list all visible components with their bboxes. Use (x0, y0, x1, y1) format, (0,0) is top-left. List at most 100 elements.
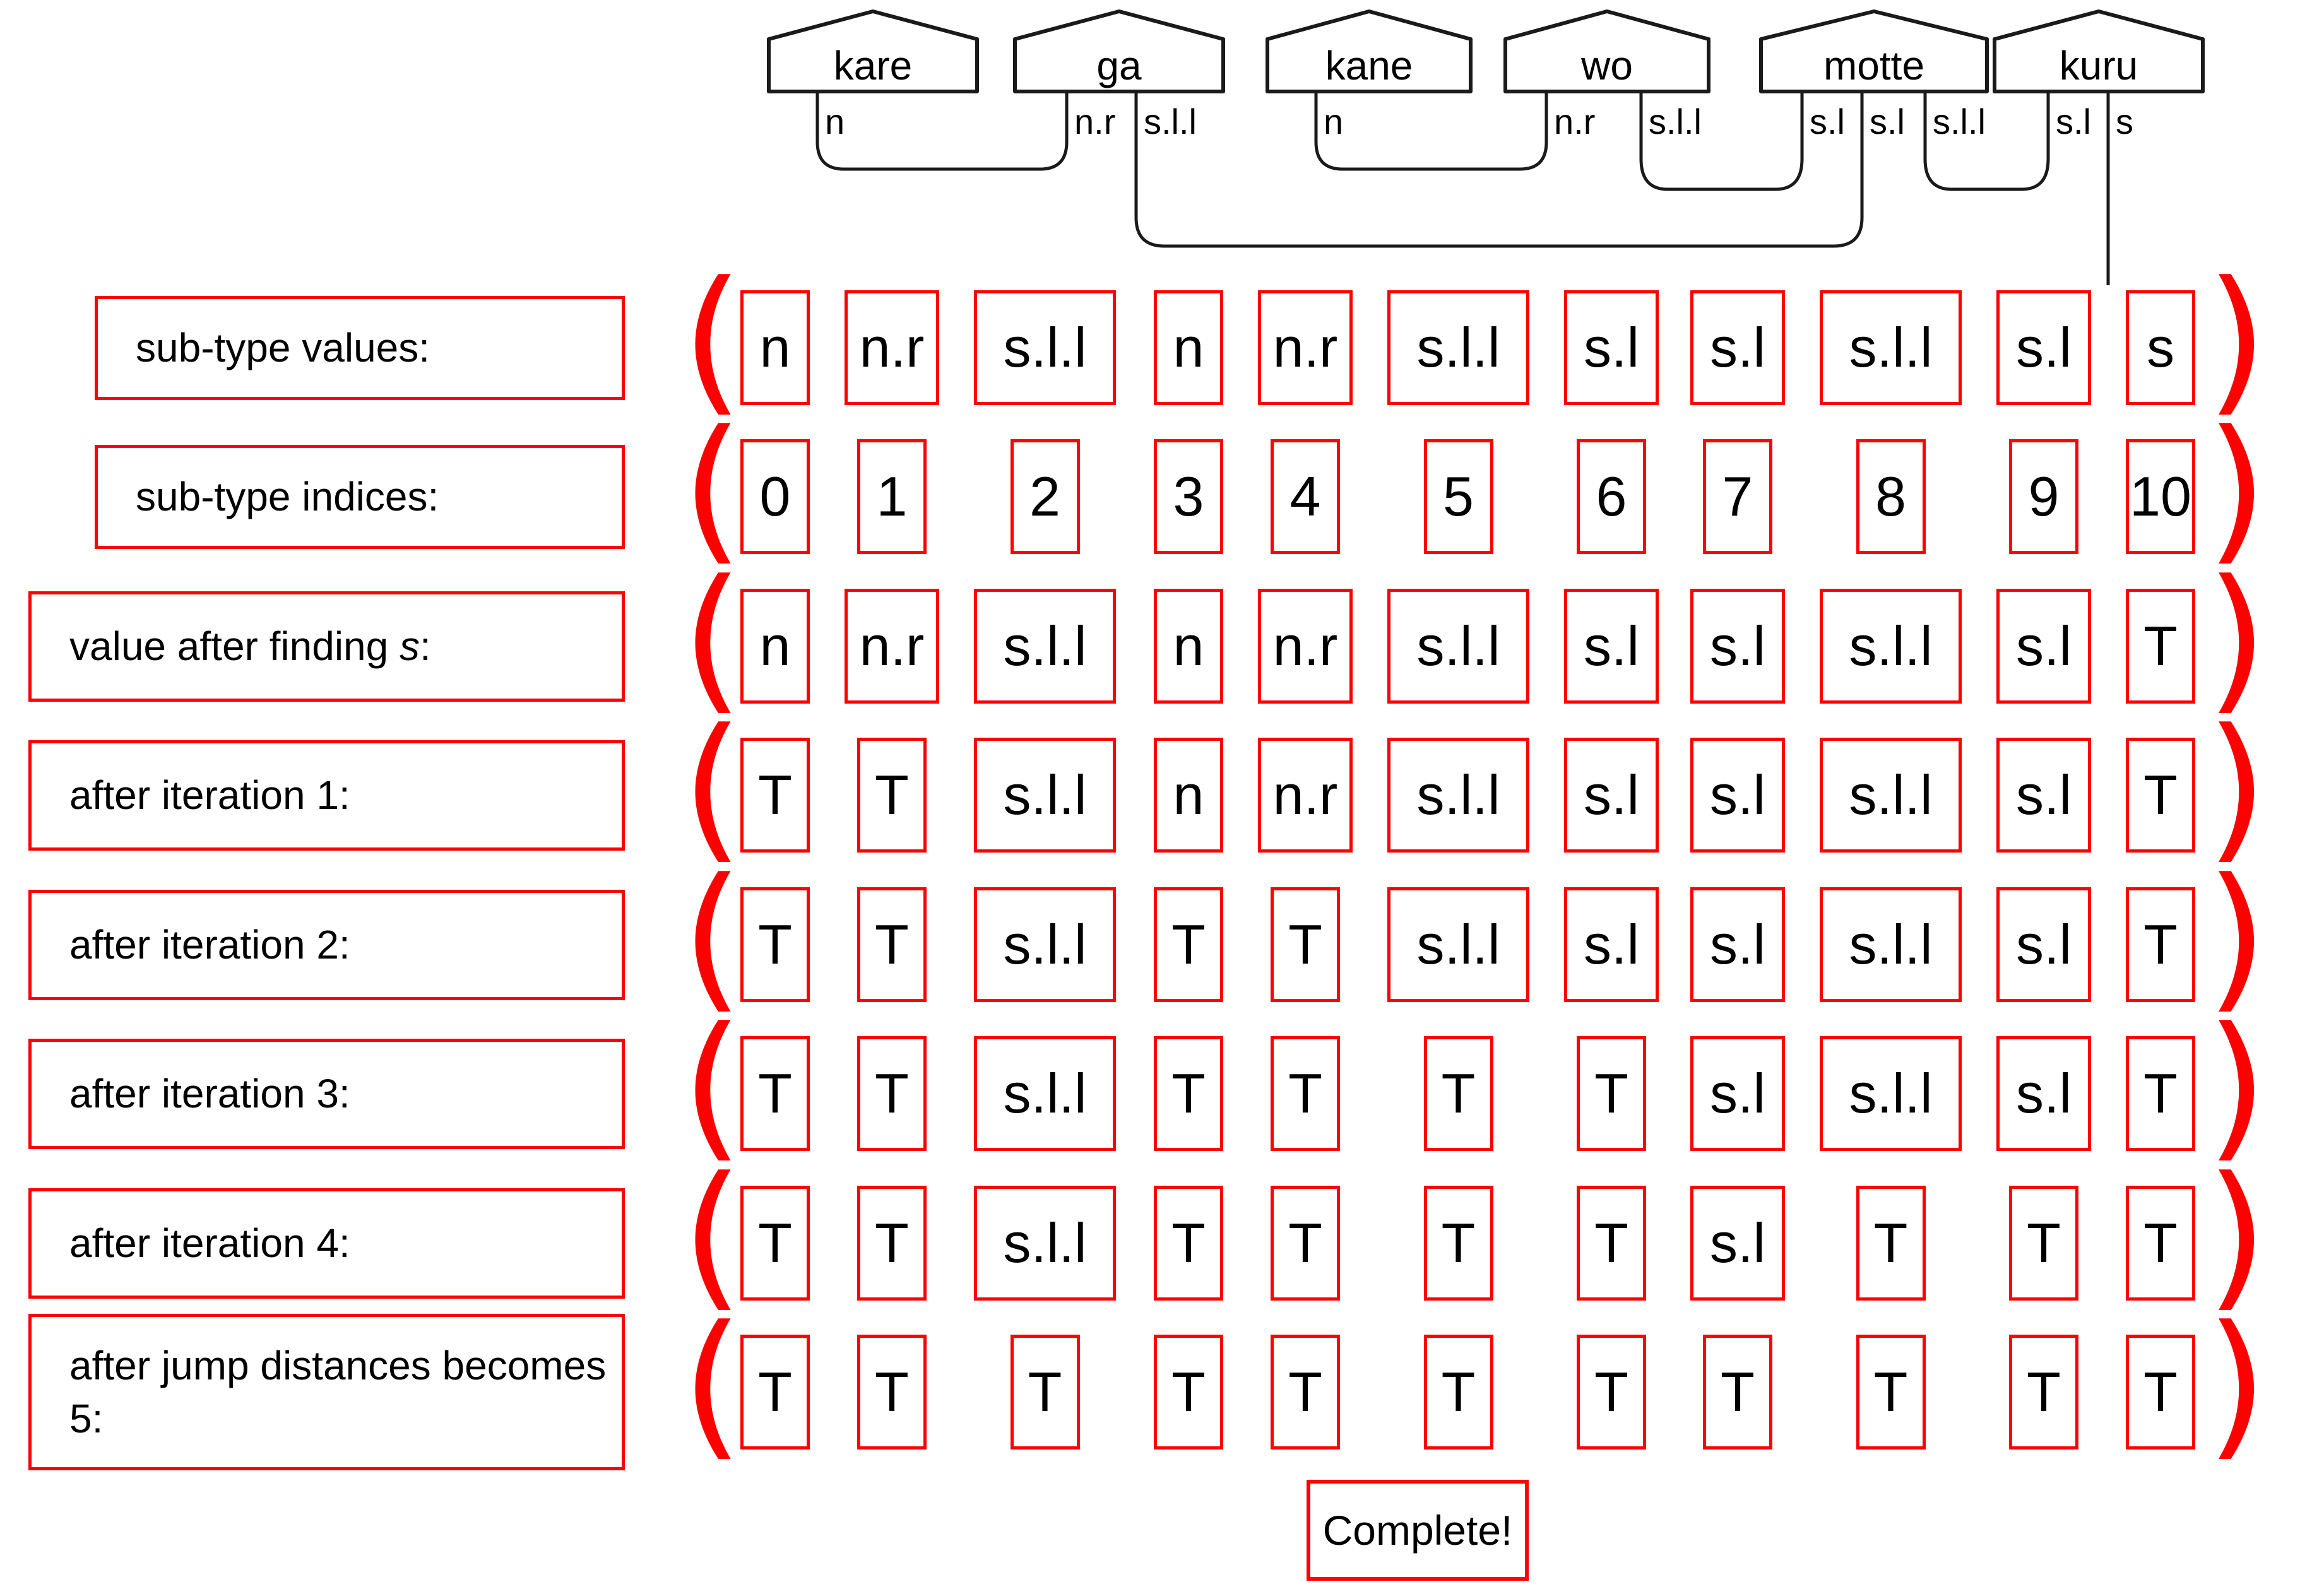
cell-column: T (2123, 887, 2198, 1002)
row-open-paren: ( (682, 247, 744, 431)
cell-box: n.r (1258, 290, 1353, 405)
cell-box: s.l (1690, 887, 1785, 1002)
dependency-arc (815, 92, 1069, 171)
cell-column: s.l (1996, 887, 2091, 1002)
word-box (1759, 9, 1989, 93)
word-box (1013, 9, 1225, 93)
cell-column: s.l (1564, 887, 1659, 1002)
connector-label: n (1324, 102, 1343, 141)
row-close-paren: ) (2206, 247, 2268, 431)
row-open-paren: ( (682, 844, 744, 1028)
cell-column: 4 (1258, 439, 1353, 554)
row-close-paren: ) (2206, 844, 2268, 1028)
row-open-paren: ( (682, 993, 744, 1177)
cell-column: 8 (1817, 439, 1965, 554)
cell-column: T (845, 1036, 939, 1151)
cell-box: T (857, 1036, 927, 1151)
cell-column: s.l.l (1817, 290, 1965, 405)
cell-column: s.l.l (971, 738, 1119, 853)
cell-column: T (2123, 1335, 2198, 1449)
cell-box: s.l (1564, 738, 1659, 853)
cell-column: s.l (1996, 290, 2091, 405)
word-box (1266, 9, 1473, 93)
cell-column: T (1384, 1335, 1533, 1449)
connector-label: n.r (1074, 102, 1115, 141)
cell-column: T (2123, 589, 2198, 704)
cell-box: 0 (740, 439, 810, 554)
cell-column: s (2123, 290, 2198, 405)
cell-box: 2 (1010, 439, 1080, 554)
cell-column: T (1564, 1186, 1659, 1301)
cell-column: T (1690, 1335, 1785, 1449)
cell-box: s.l.l (1820, 290, 1962, 405)
cell-box: T (1423, 1036, 1493, 1151)
cell-box: T (2126, 589, 2195, 704)
cell-box: s.l (1996, 738, 2091, 853)
cell-column: 7 (1690, 439, 1785, 554)
row-close-paren: ) (2206, 546, 2268, 729)
dependency-arc (1314, 92, 1548, 171)
cell-box: T (857, 887, 927, 1002)
cell-column: 9 (1996, 439, 2091, 554)
cell-box: T (1577, 1036, 1646, 1151)
cell-box: T (2126, 738, 2195, 853)
row-label-text: after iteration 4: (69, 1220, 350, 1266)
cell-box: s.l.l (1387, 290, 1529, 405)
row-open-paren: ( (682, 695, 744, 878)
cell-column: s.l (1690, 1036, 1785, 1151)
cell-box: T (1856, 1186, 1926, 1301)
cell-column: s.l.l (971, 1186, 1119, 1301)
cell-box: s (2126, 290, 2195, 405)
cell-column: T (1258, 1186, 1353, 1301)
cell-column: s.l.l (1384, 738, 1533, 853)
cell-box: s.l.l (1387, 589, 1529, 704)
cell-box: s.l.l (1387, 738, 1529, 853)
cell-box: T (1577, 1186, 1646, 1301)
cell-box: s.l.l (1387, 887, 1529, 1002)
row-open-paren: ( (682, 396, 744, 580)
cell-box: s.l (1564, 290, 1659, 405)
row-label: after jump distances becomes 5: (28, 1314, 625, 1470)
cell-column: T (1564, 1036, 1659, 1151)
connector-label: n (825, 102, 845, 141)
cell-box: n (1154, 589, 1223, 704)
cell-box: s.l (1690, 1186, 1785, 1301)
row-close-paren: ) (2206, 993, 2268, 1177)
word-label: ga (1096, 43, 1142, 88)
cell-column: n.r (1258, 589, 1353, 704)
cell-column: T (1151, 887, 1226, 1002)
cell-box: T (1703, 1335, 1772, 1449)
cell-box: n.r (1258, 738, 1353, 853)
cell-box: T (1423, 1186, 1493, 1301)
cell-box: T (740, 738, 810, 853)
word-box (1503, 9, 1710, 93)
cell-box: T (2009, 1186, 2078, 1301)
cell-column: T (2123, 1186, 2198, 1301)
cell-column: n.r (1258, 738, 1353, 853)
cell-box: T (1271, 1186, 1340, 1301)
cell-box: 3 (1154, 439, 1223, 554)
complete-box: Complete! (1307, 1480, 1529, 1581)
cell-box: n.r (845, 589, 939, 704)
cell-column: T (971, 1335, 1119, 1449)
cell-column: s.l (1690, 738, 1785, 853)
word-box (767, 9, 979, 93)
cell-column: 6 (1564, 439, 1659, 554)
cell-box: T (1154, 1335, 1223, 1449)
row-close-paren: ) (2206, 1143, 2268, 1326)
cell-column: s.l (1564, 738, 1659, 853)
connector-label: n.r (1554, 102, 1595, 141)
cell-column: T (737, 1036, 813, 1151)
word-box (1993, 9, 2205, 93)
cell-column: s.l (1690, 1186, 1785, 1301)
connector-label: s.l (2056, 102, 2091, 141)
cell-box: T (1577, 1335, 1646, 1449)
cell-box: 8 (1856, 439, 1926, 554)
cell-box: n (1154, 738, 1223, 853)
cell-box: 1 (857, 439, 927, 554)
